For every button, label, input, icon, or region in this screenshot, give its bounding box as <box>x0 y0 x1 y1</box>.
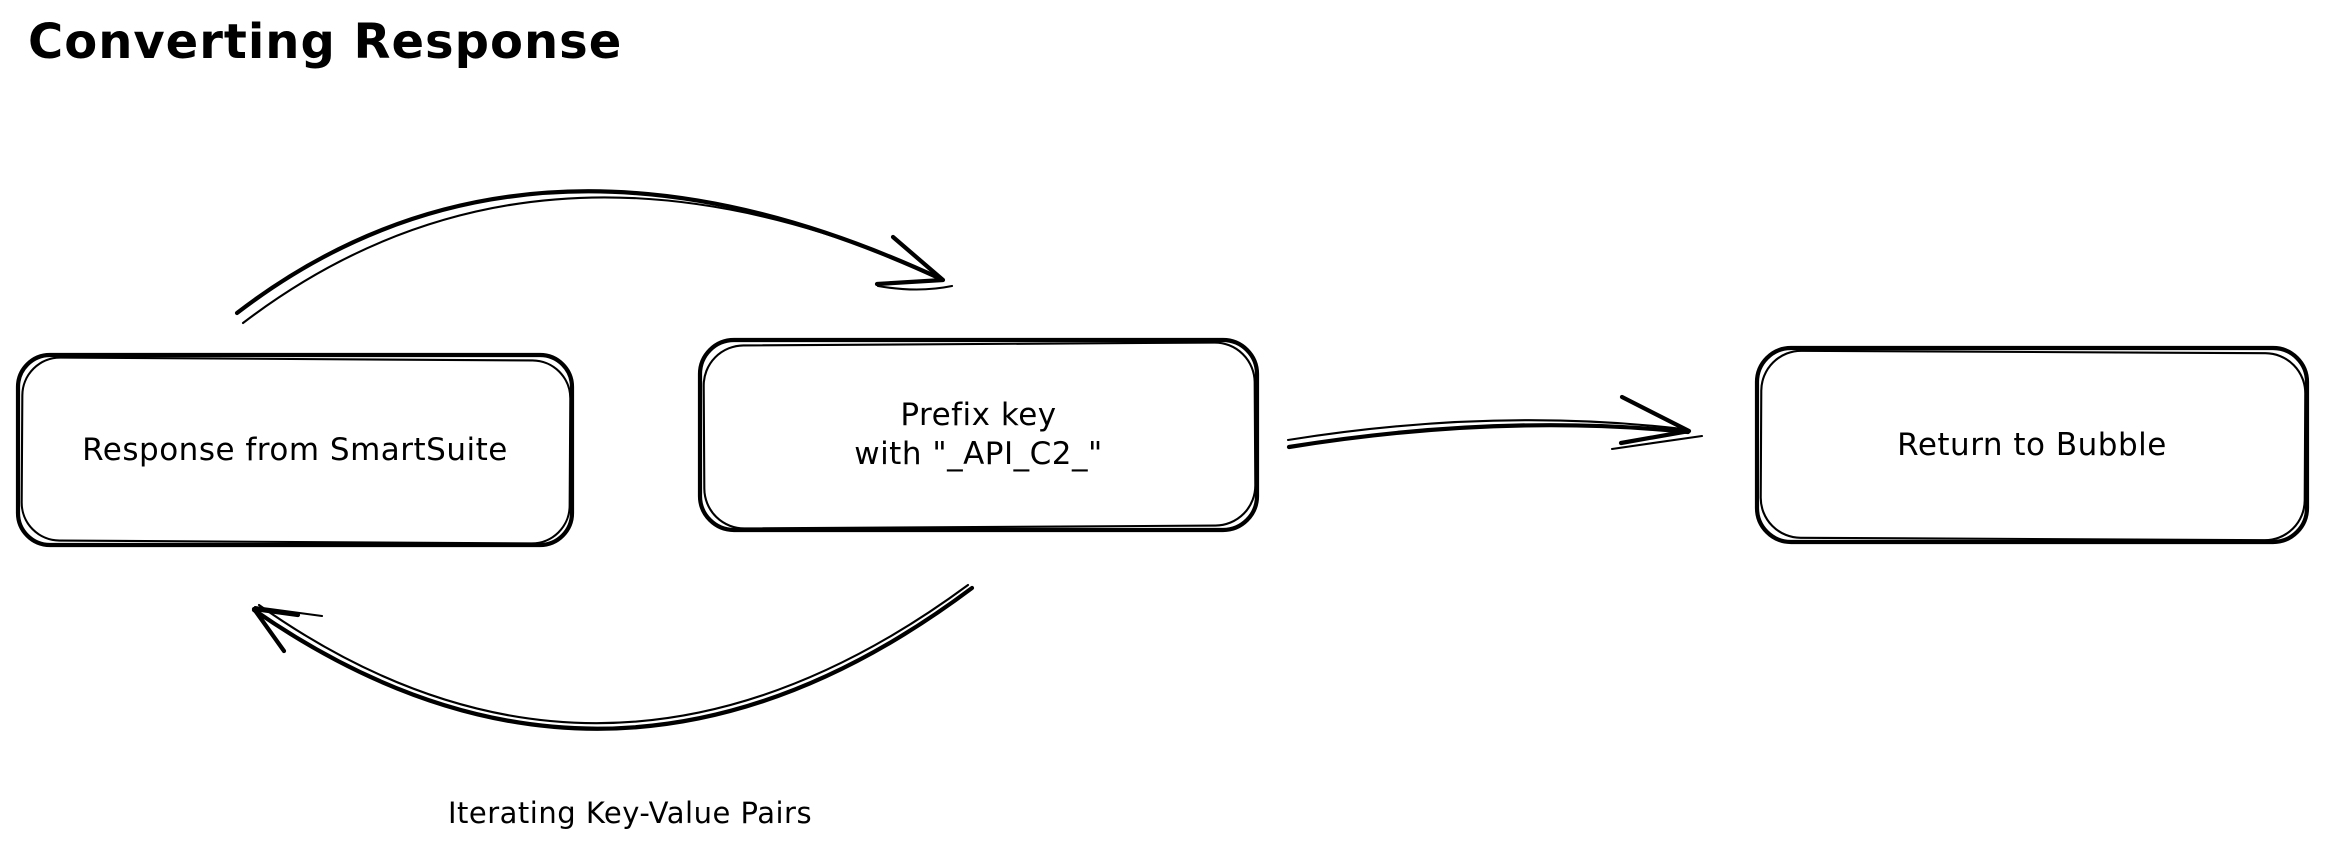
arrowhead-icon <box>1618 394 1692 446</box>
arrowhead-icon <box>251 606 301 654</box>
node-bubble-box <box>1754 345 2310 545</box>
node-bubble-label: Return to Bubble <box>1897 426 2167 463</box>
node-smartsuite-box <box>15 352 575 548</box>
node-prefix-box <box>697 337 1260 533</box>
arrow-prefix-to-bubble <box>1286 394 1704 451</box>
diagram-title: Converting Response <box>28 14 623 70</box>
arrow-smartsuite-to-prefix <box>234 189 954 325</box>
node-prefix-label: Prefix key with "_API_C2_" <box>854 397 1103 472</box>
node-smartsuite-label: Response from SmartSuite <box>82 431 508 468</box>
arrowhead-icon <box>874 234 946 287</box>
arrow-prefix-to-smartsuite <box>251 583 975 731</box>
loop-caption: Iterating Key-Value Pairs <box>447 796 813 830</box>
